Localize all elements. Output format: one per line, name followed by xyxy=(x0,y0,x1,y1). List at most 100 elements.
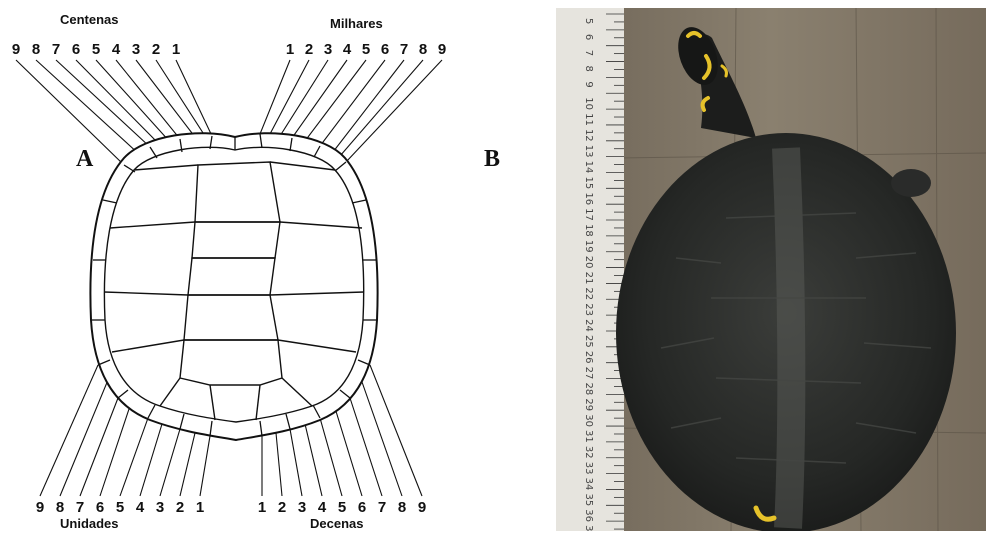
digit-decenas-7: 7 xyxy=(378,499,386,516)
digit-unidades-4: 4 xyxy=(136,499,145,516)
ruler-number-35: 35 xyxy=(583,493,594,506)
leader-line-milhares-6 xyxy=(320,60,385,146)
leader-line-milhares-4 xyxy=(292,60,347,138)
ruler-number-7: 7 xyxy=(583,50,594,56)
leader-line-unidades-6 xyxy=(100,406,130,496)
panel-letter-a: A xyxy=(76,146,93,173)
ruler-number-19: 19 xyxy=(583,240,594,253)
ruler-number-12: 12 xyxy=(583,129,594,142)
ruler-number-26: 26 xyxy=(583,351,594,364)
ruler-number-10: 10 xyxy=(583,97,594,110)
ruler-number-30: 30 xyxy=(583,414,594,427)
label-decenas: Decenas xyxy=(310,516,363,531)
leader-line-unidades-7 xyxy=(80,398,118,496)
carapace-diagram-svg: Centenas Milhares Unidades Decenas 98765… xyxy=(0,0,500,531)
leader-line-decenas-5 xyxy=(320,418,342,496)
leader-line-milhares-1 xyxy=(260,60,290,134)
ruler-number-17: 17 xyxy=(583,208,594,221)
digit-unidades-3: 3 xyxy=(156,499,164,516)
leader-line-centenas-8 xyxy=(36,60,140,155)
leader-line-centenas-3 xyxy=(136,60,195,137)
digit-milhares-3: 3 xyxy=(324,41,332,58)
ruler-number-33: 33 xyxy=(583,462,594,475)
label-centenas: Centenas xyxy=(60,12,119,27)
leader-line-decenas-9 xyxy=(370,365,422,496)
ruler-number-11: 11 xyxy=(583,113,594,126)
ruler-number-23: 23 xyxy=(583,303,594,316)
digit-decenas-4: 4 xyxy=(318,499,327,516)
ruler-number-24: 24 xyxy=(583,319,594,332)
ruler-number-37: 37 xyxy=(583,525,594,531)
ruler-number-34: 34 xyxy=(583,478,594,491)
digit-milhares-5: 5 xyxy=(362,41,370,58)
leader-line-unidades-2 xyxy=(180,433,195,496)
leader-line-unidades-9 xyxy=(40,365,98,496)
digit-centenas-4: 4 xyxy=(112,41,121,58)
leader-line-decenas-4 xyxy=(305,424,322,496)
label-milhares: Milhares xyxy=(330,16,383,31)
label-unidades: Unidades xyxy=(60,516,119,531)
leader-line-decenas-8 xyxy=(362,382,402,496)
leader-line-centenas-4 xyxy=(116,60,180,139)
ruler-number-8: 8 xyxy=(583,66,594,72)
digit-unidades-8: 8 xyxy=(56,499,64,516)
digits-decenas: 123456789 xyxy=(258,499,426,516)
ruler-number-15: 15 xyxy=(583,176,594,189)
leader-line-centenas-6 xyxy=(76,60,160,145)
ruler-number-20: 20 xyxy=(583,256,594,269)
digit-unidades-9: 9 xyxy=(36,499,44,516)
digit-centenas-6: 6 xyxy=(72,41,80,58)
digit-milhares-7: 7 xyxy=(400,41,408,58)
leader-line-centenas-2 xyxy=(156,60,205,136)
digit-centenas-1: 1 xyxy=(172,41,180,58)
digit-decenas-1: 1 xyxy=(258,499,266,516)
digit-unidades-1: 1 xyxy=(196,499,204,516)
digit-centenas-7: 7 xyxy=(52,41,60,58)
ruler-number-18: 18 xyxy=(583,224,594,237)
carapace-outline xyxy=(90,133,377,440)
digit-milhares-8: 8 xyxy=(419,41,427,58)
leader-line-decenas-3 xyxy=(290,429,302,496)
digit-centenas-3: 3 xyxy=(132,41,140,58)
leader-line-centenas-1 xyxy=(176,60,212,136)
turtle-photo-illustration: 5678910111213141516171819202122232425262… xyxy=(556,8,986,531)
digit-milhares-1: 1 xyxy=(286,41,294,58)
leader-line-decenas-2 xyxy=(276,433,282,496)
turtle-front-leg xyxy=(891,169,931,197)
ruler-number-22: 22 xyxy=(583,287,594,300)
ruler-number-28: 28 xyxy=(583,383,594,396)
leader-line-unidades-4 xyxy=(140,424,162,496)
leader-line-unidades-1 xyxy=(200,436,210,496)
leader-line-unidades-3 xyxy=(160,429,180,496)
panel-letter-b: B xyxy=(484,146,500,173)
digit-centenas-2: 2 xyxy=(152,41,160,58)
ruler-number-21: 21 xyxy=(583,272,594,285)
digit-centenas-9: 9 xyxy=(12,41,20,58)
leader-line-decenas-7 xyxy=(350,398,382,496)
leader-line-milhares-5 xyxy=(305,60,366,141)
digit-decenas-8: 8 xyxy=(398,499,406,516)
ruler-number-31: 31 xyxy=(583,430,594,443)
ruler-number-27: 27 xyxy=(583,367,594,380)
ruler-number-13: 13 xyxy=(583,145,594,158)
ruler-number-9: 9 xyxy=(583,81,594,87)
ruler-number-29: 29 xyxy=(583,398,594,411)
leader-line-milhares-9 xyxy=(346,60,442,162)
shell-light-stripe xyxy=(786,148,791,528)
digit-decenas-2: 2 xyxy=(278,499,286,516)
digit-decenas-5: 5 xyxy=(338,499,346,516)
digit-decenas-6: 6 xyxy=(358,499,366,516)
digit-decenas-3: 3 xyxy=(298,499,306,516)
ruler-number-25: 25 xyxy=(583,335,594,348)
panel-b-turtle-photo: 5678910111213141516171819202122232425262… xyxy=(556,8,986,531)
digit-centenas-8: 8 xyxy=(32,41,40,58)
leader-line-centenas-5 xyxy=(96,60,170,142)
digit-unidades-2: 2 xyxy=(176,499,184,516)
leader-line-milhares-8 xyxy=(340,60,423,156)
leader-line-centenas-9 xyxy=(16,60,124,165)
digit-unidades-5: 5 xyxy=(116,499,124,516)
